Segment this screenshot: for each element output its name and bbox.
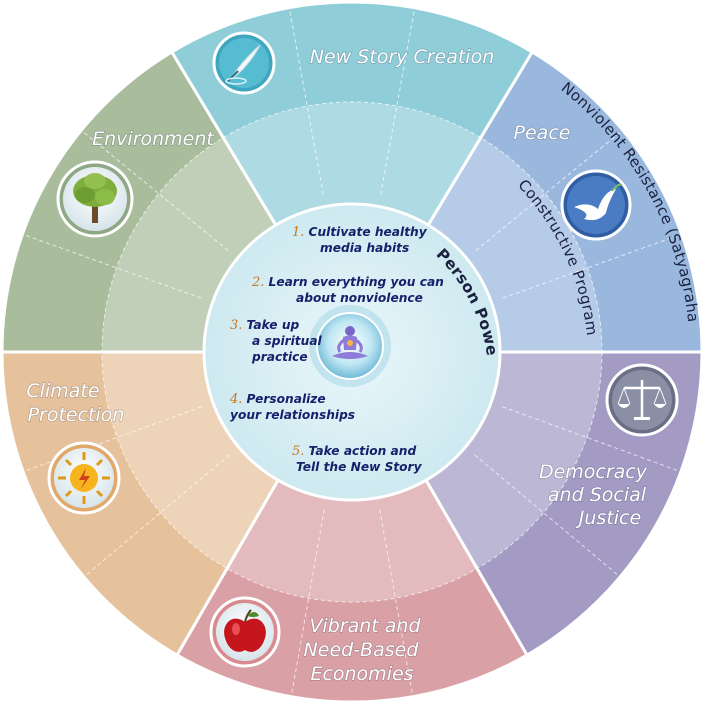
- new-story-creation-label: New Story Creation: [310, 46, 495, 68]
- environment-label: Environment: [92, 128, 215, 150]
- step-line: media habits: [320, 241, 409, 255]
- scales-icon: [605, 363, 679, 437]
- dashed-divider: [474, 454, 618, 575]
- dove-icon: [560, 169, 632, 241]
- step-number: 4.: [229, 392, 247, 407]
- economies-label: Vibrant and Need-Based Economies: [304, 615, 427, 685]
- step-line: about nonviolence: [296, 291, 423, 305]
- step-line: Cultivate healthy: [309, 225, 428, 239]
- step-number: 3.: [230, 318, 247, 333]
- dashed-divider: [84, 132, 229, 251]
- meditation-icon: [309, 305, 391, 387]
- person-power-steps: 1. Cultivate healthy media habits 2. Learn…: [229, 225, 444, 474]
- step-line: a spiritual: [252, 334, 323, 348]
- step-line: Personalize: [247, 392, 326, 406]
- step-number: 2.: [251, 275, 269, 290]
- democracy-label: Democracy and Social Justice: [539, 461, 653, 529]
- dashed-divider: [289, 11, 324, 195]
- step-line: Take action and: [309, 444, 417, 458]
- step-2: 2. Learn everything you can about nonviol…: [251, 275, 444, 305]
- dashed-divider: [26, 235, 202, 299]
- step-line: Take up: [247, 318, 300, 332]
- quill-icon: [212, 31, 276, 95]
- middle-ring: [101, 101, 603, 603]
- dashed-divider: [502, 235, 678, 299]
- step-line: practice: [251, 350, 308, 364]
- dashed-divider: [291, 509, 325, 693]
- step-1: 1. Cultivate healthy media habits: [292, 225, 428, 255]
- sun-icon: [47, 441, 121, 515]
- step-number: 5.: [292, 444, 309, 459]
- dashed-divider: [380, 11, 415, 195]
- step-line: your relationships: [230, 408, 355, 422]
- dashed-divider: [379, 509, 413, 693]
- segment-new-story: [169, 0, 535, 355]
- dashed-divider: [502, 406, 678, 471]
- dashed-divider: [86, 454, 230, 575]
- step-3: 3. Take up a spiritual practice: [230, 318, 323, 364]
- step-line: Tell the New Story: [296, 460, 423, 474]
- peace-label: Peace: [514, 122, 571, 144]
- tree-icon: [56, 160, 134, 238]
- step-4: 4. Personalize your relationships: [229, 392, 355, 422]
- dashed-divider: [475, 132, 620, 251]
- step-line: Learn everything you can: [269, 275, 444, 289]
- step-number: 1.: [292, 225, 309, 240]
- apple-icon: [209, 596, 281, 668]
- climate-protection-label: Climate Protection: [26, 380, 124, 426]
